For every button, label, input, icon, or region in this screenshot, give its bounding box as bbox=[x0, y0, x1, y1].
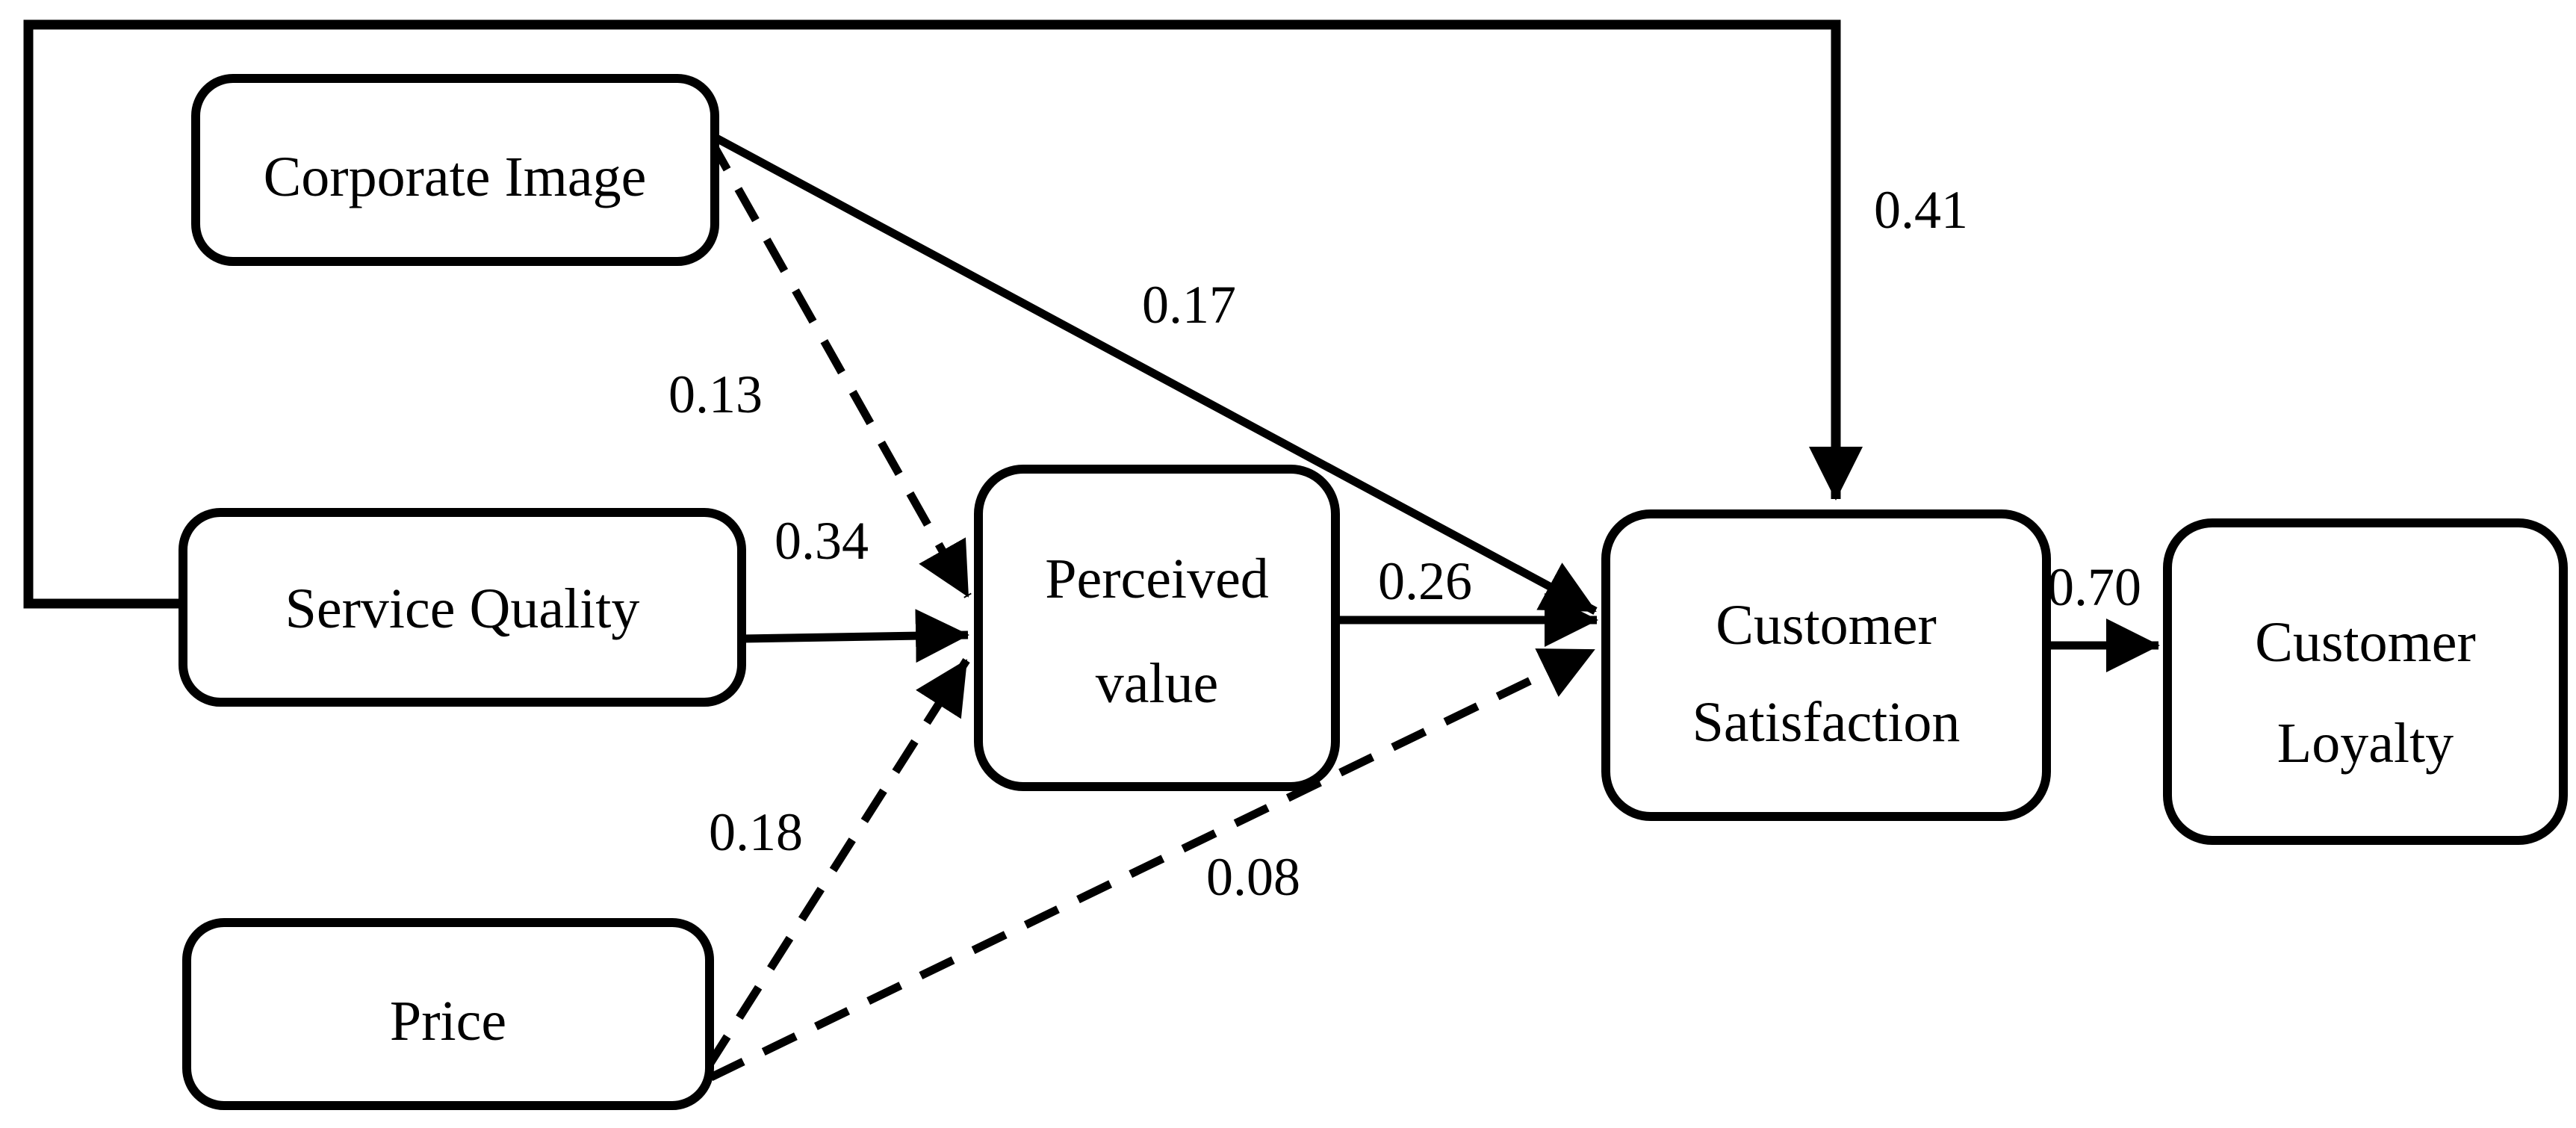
service-quality-box bbox=[179, 508, 746, 707]
edge-service-quality-to-customer-satisfaction bbox=[23, 19, 1863, 609]
node-customer-loyalty: Customer Loyalty bbox=[2163, 518, 2568, 845]
service-quality-label: Service Quality bbox=[285, 577, 640, 640]
customer-satisfaction-label-line1: Customer bbox=[1716, 594, 1937, 657]
perceived-value-label-line1: Perceived bbox=[1045, 548, 1269, 610]
coefficient-0-08: 0.08 bbox=[1206, 847, 1300, 907]
coefficient-0-70: 0.70 bbox=[2047, 557, 2141, 617]
edge-service-quality-to-perceived-value bbox=[741, 609, 969, 663]
edge-corporate-image-to-customer-satisfaction bbox=[707, 131, 1598, 615]
coefficient-0-26: 0.26 bbox=[1378, 551, 1472, 611]
edge-corporate-image-to-perceived-value bbox=[706, 136, 972, 598]
price-box bbox=[182, 918, 714, 1110]
node-price: Price bbox=[182, 918, 714, 1110]
price-label: Price bbox=[390, 990, 506, 1053]
coefficient-0-17: 0.17 bbox=[1142, 275, 1236, 335]
coefficient-0-34: 0.34 bbox=[775, 511, 869, 571]
customer-satisfaction-label-line2: Satisfaction bbox=[1692, 691, 1961, 754]
coefficient-0-18: 0.18 bbox=[709, 802, 803, 862]
coefficient-0-13: 0.13 bbox=[668, 365, 763, 424]
node-service-quality: Service Quality bbox=[179, 508, 746, 707]
corporate-image-box bbox=[191, 74, 719, 266]
node-customer-satisfaction: Customer Satisfaction bbox=[1601, 509, 2051, 821]
coefficient-0-41: 0.41 bbox=[1874, 180, 1968, 240]
corporate-image-label: Corporate Image bbox=[264, 146, 647, 208]
perceived-value-label-line2: value bbox=[1096, 652, 1219, 715]
node-corporate-image: Corporate Image bbox=[191, 74, 719, 266]
edge-price-to-perceived-value bbox=[704, 658, 970, 1069]
edge-price-to-customer-satisfaction bbox=[709, 646, 1596, 1081]
perceived-value-box bbox=[974, 465, 1340, 791]
customer-satisfaction-box bbox=[1601, 509, 2051, 821]
customer-loyalty-label-line1: Customer bbox=[2255, 611, 2476, 674]
customer-loyalty-label-line2: Loyalty bbox=[2277, 712, 2454, 775]
node-perceived-value: Perceived value bbox=[974, 465, 1340, 791]
customer-loyalty-box bbox=[2163, 518, 2568, 845]
